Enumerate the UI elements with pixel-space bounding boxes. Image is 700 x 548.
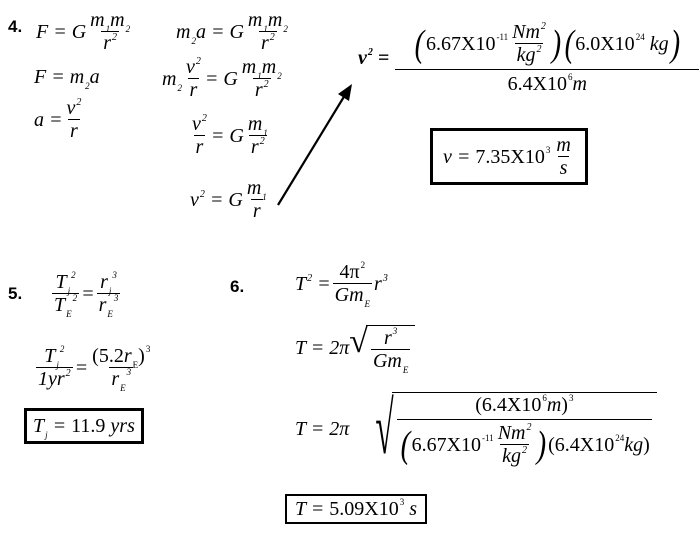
- problem-5-number: 5.: [8, 284, 23, 303]
- problem-4-number: 4.: [8, 17, 23, 36]
- problem-6-number: 6.: [230, 277, 245, 296]
- p6-answer-box: T = 5.09X103 s: [285, 494, 428, 524]
- p4-eq-newton-second: F = m2a: [34, 66, 100, 91]
- p5-answer-box: Tj = 11.9 yrs: [24, 408, 144, 444]
